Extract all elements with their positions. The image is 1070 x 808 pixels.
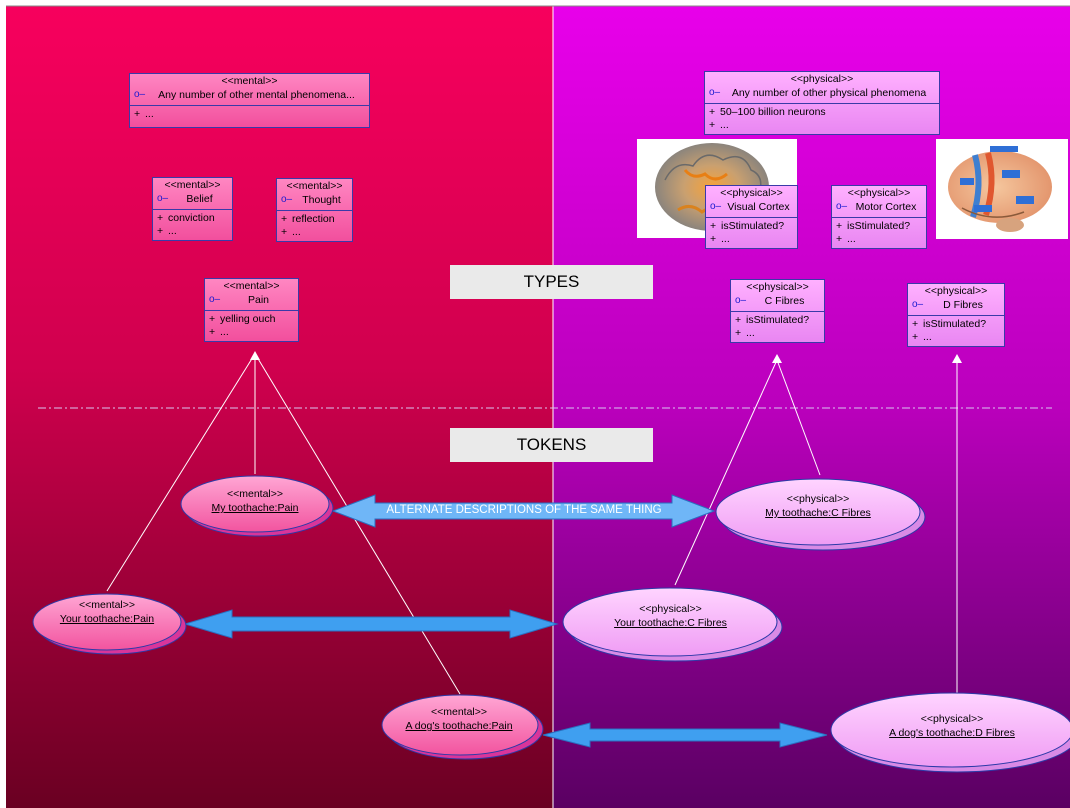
alternate-descriptions-arrow [331,494,716,528]
class-attribute: isStimulated? [746,314,810,326]
class-name: Any number of other physical phenomena [731,87,927,99]
class-pain[interactable]: <<mental>> o–Pain +yelling ouch+... [204,278,299,342]
token-dog-toothache-d-fibres[interactable]: <<physical>> A dog's toothache:D Fibres [862,712,1042,740]
token-name: Your toothache:C Fibres [614,617,727,629]
class-attribute: isStimulated? [847,220,911,232]
token-my-toothache-pain[interactable]: <<mental>> My toothache:Pain [185,487,325,515]
class-name: Thought [302,194,341,206]
token-name: A dog's toothache:D Fibres [889,727,1015,739]
realization-lines [106,356,958,697]
lollipop-interface-icon: o– [157,193,169,204]
stereotype: <<mental>> [286,180,343,192]
lollipop-interface-icon: o– [710,201,722,212]
token-ellipses [32,475,1070,773]
class-belief[interactable]: <<mental>> o–Belief +conviction+... [152,177,233,241]
class-d-fibres[interactable]: <<physical>> o–D Fibres +isStimulated?+.… [907,283,1005,347]
class-name: D Fibres [943,299,983,311]
your-toothache-arrow [183,609,559,639]
token-stereotype: <<mental>> [430,706,488,718]
lollipop-interface-icon: o– [134,89,146,100]
stereotype: <<physical>> [847,187,911,199]
lollipop-interface-icon: o– [912,299,924,310]
token-stereotype: <<mental>> [226,488,284,500]
token-name: Your toothache:Pain [59,613,155,625]
stereotype: <<physical>> [746,281,809,293]
lollipop-interface-icon: o– [209,294,221,305]
token-my-toothache-c-fibres[interactable]: <<physical>> My toothache:C Fibres [738,492,898,520]
class-attribute: reflection [292,213,335,225]
alternate-descriptions-label: ALTERNATE DESCRIPTIONS OF THE SAME THING [386,504,662,516]
stereotype: <<physical>> [720,187,783,199]
class-attribute: ... [145,108,154,120]
brain-motor-cortex-image [936,139,1068,239]
token-stereotype: <<mental>> [78,599,136,611]
token-stereotype: <<physical>> [639,603,702,615]
class-attribute: ... [923,331,932,343]
token-name: My toothache:C Fibres [765,507,871,519]
class-attribute: ... [721,233,730,245]
class-mental-other[interactable]: <<mental>> o– Any number of other mental … [129,73,370,128]
token-your-toothache-c-fibres[interactable]: <<physical>> Your toothache:C Fibres [588,602,753,630]
stereotype: <<mental>> [221,75,278,87]
class-visual-cortex[interactable]: <<physical>> o–Visual Cortex +isStimulat… [705,185,798,249]
class-name: Pain [247,294,269,306]
token-stereotype: <<physical>> [920,713,984,725]
class-physical-other[interactable]: <<physical>> o– Any number of other physi… [704,71,940,135]
class-attribute: isStimulated? [721,220,785,232]
types-label: TYPES [450,265,653,299]
class-c-fibres[interactable]: <<physical>> o–C Fibres +isStimulated?+.… [730,279,825,343]
class-name: C Fibres [764,295,805,307]
token-stereotype: <<physical>> [786,493,850,505]
class-motor-cortex[interactable]: <<physical>> o–Motor Cortex +isStimulate… [831,185,927,249]
token-name: My toothache:Pain [211,502,299,514]
lollipop-interface-icon: o– [735,295,747,306]
class-thought[interactable]: <<mental>> o–Thought +reflection+... [276,178,353,242]
stereotype: <<physical>> [790,73,854,85]
class-attribute: ... [168,225,177,237]
class-name: Visual Cortex [727,201,790,213]
class-attribute: ... [746,327,755,339]
class-attribute: isStimulated? [923,318,987,330]
token-your-toothache-pain[interactable]: <<mental>> Your toothache:Pain [37,598,177,626]
class-attribute: ... [720,119,729,131]
token-dog-toothache-pain[interactable]: <<mental>> A dog's toothache:Pain [384,705,534,733]
class-name: Motor Cortex [855,201,917,213]
lollipop-interface-icon: o– [281,194,293,205]
class-attribute: ... [220,326,229,338]
stereotype: <<physical>> [924,285,988,297]
arrowheads [250,351,962,363]
class-attribute: ... [292,226,301,238]
stereotype: <<mental>> [164,179,221,191]
token-name: A dog's toothache:Pain [405,720,513,732]
mental-region [6,6,553,808]
class-attribute: yelling ouch [220,313,276,325]
class-name: Belief [186,193,213,205]
class-name: Any number of other mental phenomena... [158,89,355,101]
lollipop-interface-icon: o– [836,201,848,212]
tokens-label: TOKENS [450,428,653,462]
stereotype: <<mental>> [223,280,280,292]
class-attribute: ... [847,233,856,245]
dog-toothache-arrow [542,722,828,748]
lollipop-interface-icon: o– [709,87,721,98]
class-attribute: conviction [168,212,215,224]
class-attribute: 50–100 billion neurons [720,106,826,118]
